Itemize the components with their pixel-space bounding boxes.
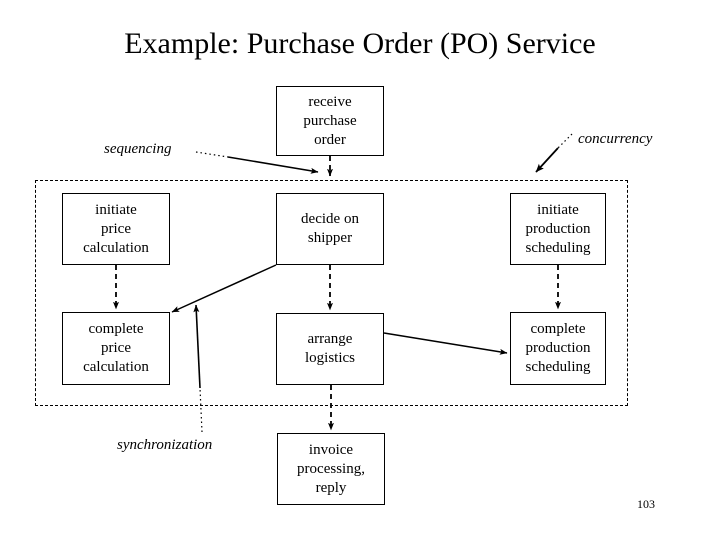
annotation-concurrency: concurrency [578, 131, 653, 147]
annotation-sequencing: sequencing [104, 141, 172, 157]
page-title: Example: Purchase Order (PO) Service [124, 27, 596, 60]
connector-concurrency-pointer [535, 133, 573, 173]
page-number: 103 [637, 497, 655, 511]
annotation-synchronization: synchronization [117, 437, 213, 453]
